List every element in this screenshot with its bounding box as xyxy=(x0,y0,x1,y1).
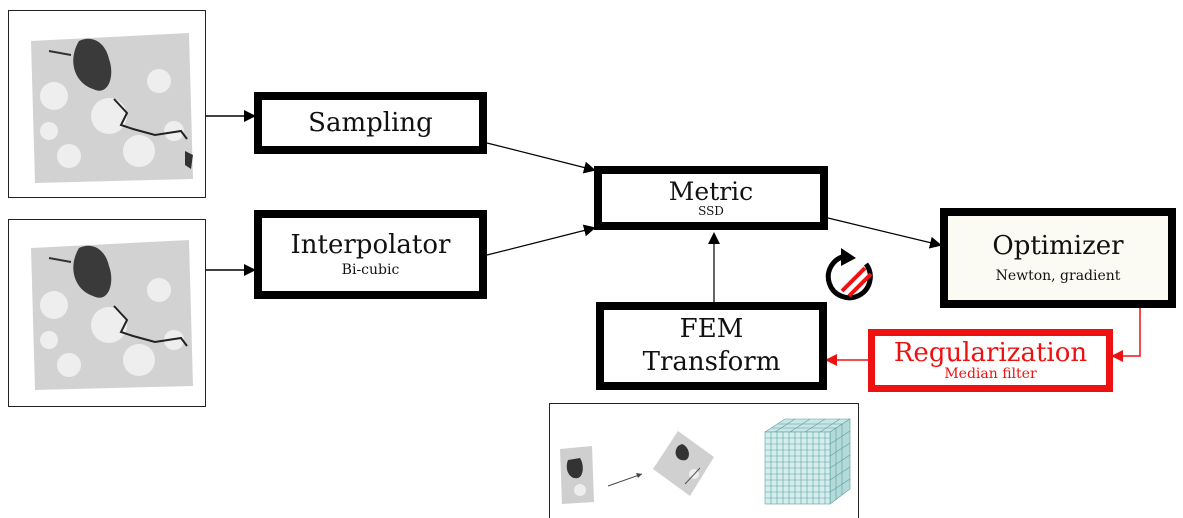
sampling-title: Sampling xyxy=(308,107,433,138)
optimizer-subtitle: Newton, gradient xyxy=(995,267,1121,284)
arrow-interpolator-to-metric xyxy=(486,224,596,256)
metric-subtitle: SSD xyxy=(698,204,724,219)
regularization-subtitle: Median filter xyxy=(944,366,1037,383)
metric-box: Metric SSD xyxy=(594,166,828,230)
fixed-image-frame xyxy=(8,10,206,198)
transform-inset xyxy=(560,418,852,505)
refresh-cycle-icon xyxy=(825,248,873,301)
fem-transform-box: FEM Transform xyxy=(596,302,827,390)
regularization-title: Regularization xyxy=(893,337,1088,368)
mesh-cube xyxy=(763,418,852,505)
arrow-metric-to-optimizer xyxy=(827,217,942,249)
optimizer-title: Optimizer xyxy=(992,231,1124,261)
fixed-image xyxy=(31,33,193,183)
fem-title-line2: Transform xyxy=(642,347,781,377)
moving-image xyxy=(31,240,193,390)
metric-title: Metric xyxy=(668,176,754,206)
regularization-box: Regularization Median filter xyxy=(868,329,1113,392)
arrow-sampling-to-metric xyxy=(486,142,596,174)
fem-title-line1: FEM xyxy=(679,314,744,345)
optimizer-box: Optimizer Newton, gradient xyxy=(940,208,1176,308)
arrow-optimizer-to-regularization xyxy=(1111,308,1141,362)
interpolator-box: Interpolator Bi-cubic xyxy=(254,210,487,299)
sampling-box: Sampling xyxy=(254,92,487,154)
transform-inset-panel xyxy=(549,403,859,518)
moving-image-frame xyxy=(8,219,206,407)
interpolator-subtitle: Bi-cubic xyxy=(341,262,400,279)
interpolator-title: Interpolator xyxy=(290,229,451,260)
